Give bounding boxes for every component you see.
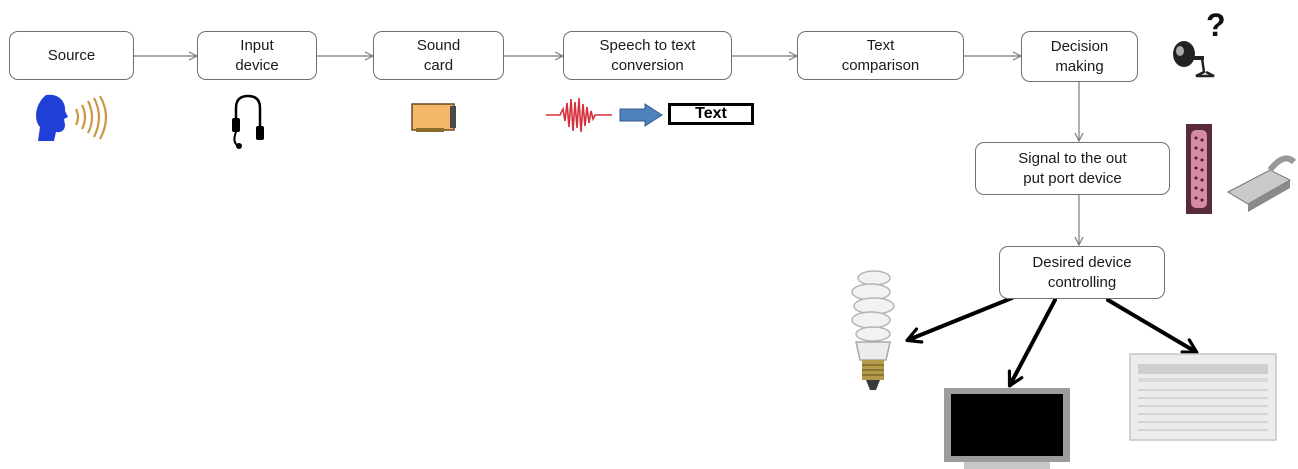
parallel-port-icon [1186,124,1297,214]
text-comparison-box: Text comparison [797,31,964,80]
sound-card-icon [411,103,456,132]
decision-making-box: Decision making [1021,31,1138,82]
light-bulb-icon [851,270,895,390]
desired-device-box: Desired device controlling [999,246,1165,299]
sound-card-box: Sound card [373,31,504,80]
input-device-box: Input device [197,31,317,80]
signal-output-box: Signal to the out put port device [975,142,1170,195]
arrow-to-tv [1007,298,1057,388]
speaking-head-icon [36,94,108,141]
blue-arrow-icon [619,103,663,127]
microphone-question-icon: ? [1173,7,1226,78]
question-mark: ? [1206,7,1226,43]
waveform-icon [546,97,612,133]
text-output-badge: Text [668,103,754,125]
headset-icon [232,94,264,149]
arrow-to-ac [1106,298,1199,355]
speech-to-text-box: Speech to text conversion [563,31,732,80]
arrow-to-bulb [905,296,1014,344]
source-box: Source [9,31,134,80]
television-icon [944,388,1070,469]
air-conditioner-icon [1129,353,1277,441]
